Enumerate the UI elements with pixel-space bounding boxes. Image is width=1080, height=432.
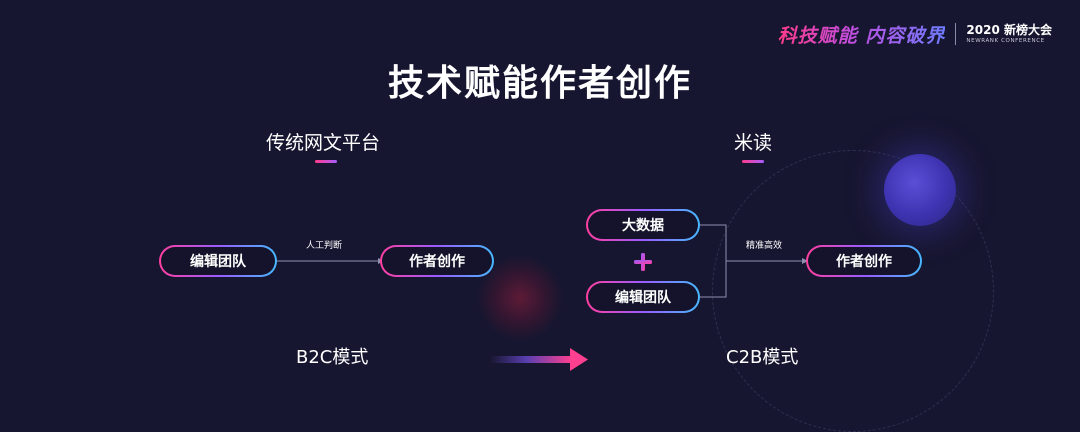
brand-event-name: 2020 新榜大会 — [966, 23, 1052, 37]
right-mode-label: C2B模式 — [726, 347, 799, 368]
left-node-editor-team-wrap: 编辑团队 — [159, 245, 277, 277]
slide-title: 技术赋能作者创作 — [387, 63, 692, 104]
right-edge-label: 精准高效 — [746, 241, 783, 251]
left-mode-label: B2C模式 — [296, 347, 369, 368]
right-heading-underline — [742, 160, 764, 163]
right-node-editor-team-wrap: 编辑团队 — [586, 281, 700, 313]
brand-event-subtitle: NEWRANK CONFERENCE — [966, 38, 1045, 44]
left-heading-underline — [315, 160, 337, 163]
right-node-big-data: 大数据 — [586, 209, 700, 241]
background-glow-red — [478, 256, 562, 340]
right-node-author-wrap: 作者创作 — [806, 245, 922, 277]
background-orb — [884, 154, 956, 226]
brand-event: 2020 新榜大会 NEWRANK CONFERENCE — [966, 23, 1052, 45]
right-node-author-creation: 作者创作 — [806, 245, 922, 277]
left-node-editor-team: 编辑团队 — [159, 245, 277, 277]
transition-arrow-icon — [490, 348, 588, 371]
right-node-editor-team: 编辑团队 — [586, 281, 700, 313]
brand-header: 科技赋能 内容破界 2020 新榜大会 NEWRANK CONFERENCE — [778, 20, 1052, 48]
right-edge-arrowhead — [802, 258, 808, 264]
left-section-heading: 传统网文平台 — [266, 132, 381, 154]
left-edge-label: 人工判断 — [306, 241, 343, 251]
right-node-big-data-wrap: 大数据 — [586, 209, 700, 241]
right-bracket-line — [698, 224, 727, 298]
left-node-author-wrap: 作者创作 — [380, 245, 494, 277]
right-section-heading: 米读 — [734, 132, 773, 154]
left-node-author-creation: 作者创作 — [380, 245, 494, 277]
diagram-connectors — [275, 224, 808, 371]
brand-slogan: 科技赋能 内容破界 — [778, 21, 946, 48]
brand-divider — [955, 23, 957, 45]
plus-icon — [634, 253, 652, 271]
